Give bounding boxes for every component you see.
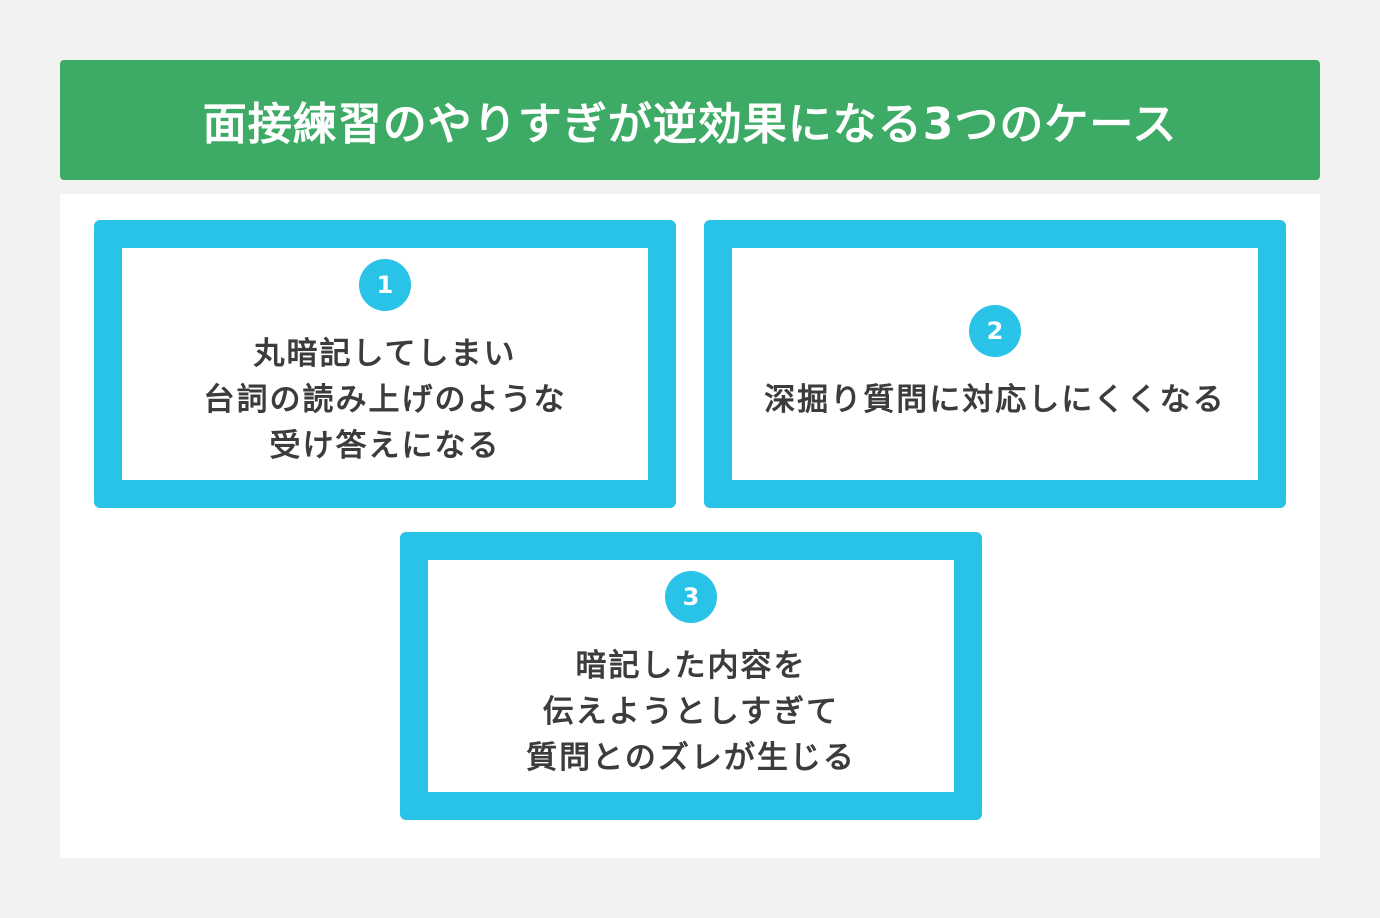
- case-card-2: 2 深掘り質問に対応しにくくなる: [704, 220, 1286, 508]
- case-text-line: 深掘り質問に対応しにくくなる: [764, 382, 1226, 418]
- case-card-1: 1 丸暗記してしまい 台詞の読み上げのような 受け答えになる: [94, 220, 676, 508]
- case-card-3: 3 暗記した内容を 伝えようとしすぎて 質問とのズレが生じる: [400, 532, 982, 820]
- title-banner: 面接練習のやりすぎが逆効果になる3つのケース: [60, 60, 1320, 180]
- case-text-line: 質問とのズレが生じる: [526, 740, 856, 776]
- case-text-line: 伝えようとしすぎて: [542, 694, 840, 730]
- case-text-line: 暗記した内容を: [575, 648, 807, 684]
- case-text-line: 受け答えになる: [269, 428, 501, 464]
- case-text: 丸暗記してしまい 台詞の読み上げのような 受け答えになる: [204, 331, 567, 469]
- case-text-line: 丸暗記してしまい: [253, 336, 517, 372]
- case-text: 暗記した内容を 伝えようとしすぎて 質問とのズレが生じる: [526, 643, 856, 781]
- case-number-badge: 1: [359, 259, 411, 311]
- case-text: 深掘り質問に対応しにくくなる: [764, 377, 1225, 423]
- case-number-badge: 2: [969, 305, 1021, 357]
- case-text-line: 台詞の読み上げのような: [203, 382, 567, 418]
- case-number-badge: 3: [665, 571, 717, 623]
- page-title: 面接練習のやりすぎが逆効果になる3つのケース: [202, 99, 1178, 150]
